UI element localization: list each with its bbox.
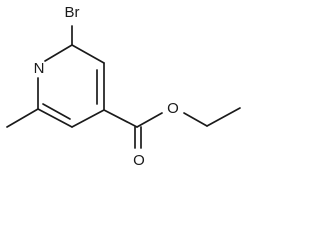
- bond-ethyl-ch2-ch3: [206, 107, 241, 127]
- nitrogen-label: N: [34, 60, 45, 77]
- ether-oxygen-label: O: [167, 100, 179, 117]
- ring-bond-c5-c6-double: [42, 103, 71, 120]
- bond-carbonyl-carbon-ether-o: [136, 112, 163, 128]
- bond-c6-methyl: [6, 108, 39, 128]
- bond-ether-o-ethyl-ch2: [183, 112, 208, 127]
- ring-bond-c5-c6: [37, 108, 73, 128]
- carbonyl-oxygen-label: O: [133, 152, 145, 169]
- ring-bond-n-c2: [44, 44, 73, 62]
- bond-c4-carbonyl-carbon: [103, 109, 138, 128]
- bromine-label: Br: [65, 4, 80, 21]
- ring-bond-c2-c3: [71, 44, 105, 64]
- chemical-structure-diagram: Br N O O: [6, 4, 241, 169]
- ring-bond-c4-c5: [71, 109, 105, 128]
